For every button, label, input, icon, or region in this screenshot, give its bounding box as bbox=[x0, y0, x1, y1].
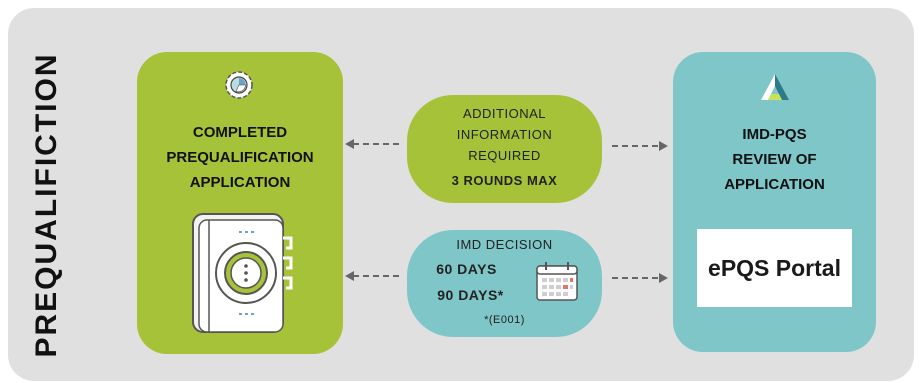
additional-information-pill: ADDITIONAL INFORMATION REQUIRED 3 ROUNDS… bbox=[407, 95, 602, 203]
rounds-max-label: 3 ROUNDS MAX bbox=[451, 173, 558, 188]
card-title-line: REVIEW OF bbox=[732, 151, 817, 168]
pill-line: ADDITIONAL bbox=[462, 106, 546, 121]
decision-title: IMD DECISION bbox=[456, 237, 553, 252]
arrow-to-review-bottom bbox=[612, 273, 668, 283]
decision-days-90: 90 DAYS* bbox=[437, 287, 504, 303]
decision-footnote: *(E001) bbox=[484, 314, 525, 326]
epqs-portal-box[interactable]: ePQS Portal bbox=[697, 229, 852, 307]
imd-decision-pill: IMD DECISION 60 DAYS 90 DAYS* *(E001) bbox=[407, 230, 602, 337]
arrow-to-review-top bbox=[612, 141, 668, 151]
calendar-icon bbox=[536, 262, 578, 301]
epqs-portal-label: ePQS Portal bbox=[708, 254, 841, 281]
settings-chart-icon bbox=[225, 71, 253, 99]
card-title-line: APPLICATION bbox=[189, 174, 291, 191]
side-title: PREQUALIFICTION bbox=[30, 52, 63, 358]
card-title-line: IMD-PQS bbox=[742, 126, 807, 143]
triangle-logo-icon bbox=[761, 74, 789, 100]
decision-days-60: 60 DAYS bbox=[436, 261, 497, 277]
pqs-review-card: IMD-PQS REVIEW OF APPLICATION bbox=[673, 52, 876, 352]
card-title-line: APPLICATION bbox=[724, 176, 825, 193]
pill-line: REQUIRED bbox=[468, 148, 541, 163]
binder-document-icon bbox=[192, 213, 293, 333]
card-title-line: COMPLETED bbox=[192, 124, 288, 141]
arrow-to-application-top bbox=[345, 139, 401, 149]
completed-application-card: COMPLETED PREQUALIFICATION APPLICATION bbox=[137, 52, 343, 354]
pill-line: INFORMATION bbox=[456, 127, 553, 142]
arrow-to-application-bottom bbox=[345, 271, 401, 281]
card-title-line: PREQUALIFICATION bbox=[166, 149, 314, 166]
